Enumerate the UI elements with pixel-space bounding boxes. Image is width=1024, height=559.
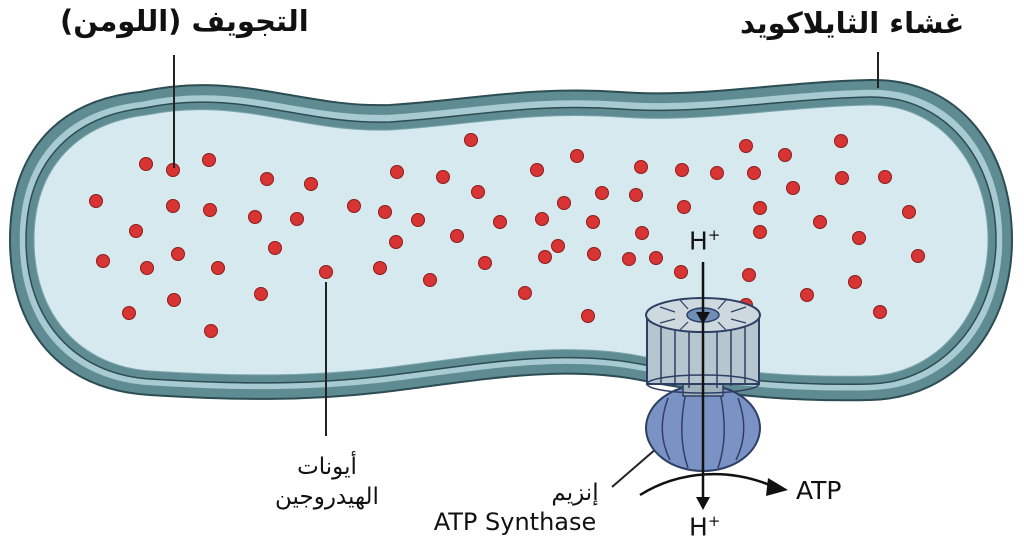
hydrogen-ion-dot <box>171 247 185 261</box>
hydrogen-ion-dot <box>747 166 761 180</box>
hydrogen-ion-dot <box>478 256 492 270</box>
hydrogen-ion-dot <box>411 213 425 227</box>
hydrogen-ion-dot <box>813 215 827 229</box>
hydrogen-ion-dot <box>347 199 361 213</box>
hydrogen-ion-dot <box>878 170 892 184</box>
hydrogen-ion-dot <box>89 194 103 208</box>
h-ion-top-label: H+ <box>689 226 720 255</box>
hydrogen-ion-dot <box>518 286 532 300</box>
hydrogen-ion-dot <box>848 275 862 289</box>
hydrogen-ion-dot <box>595 186 609 200</box>
hydrogen-ion-dot <box>800 288 814 302</box>
hydrogen-ion-dot <box>622 252 636 266</box>
hydrogen-ion-dot <box>834 134 848 148</box>
hydrogen-ion-dot <box>304 177 318 191</box>
hydrogen-ion-dot <box>530 163 544 177</box>
hydrogen-ion-dot <box>911 249 925 263</box>
hydrogen-ion-dot <box>739 139 753 153</box>
hydrogen-ions <box>89 133 925 338</box>
hydrogen-ion-dot <box>211 261 225 275</box>
hydrogen-ion-dot <box>753 201 767 215</box>
hydrogen-ion-dot <box>167 293 181 307</box>
hydrogen-ion-dot <box>852 231 866 245</box>
hydrogen-ion-dot <box>464 133 478 147</box>
proton-flow-arrow <box>696 262 710 510</box>
hydrogen-ion-dot <box>436 170 450 184</box>
thylakoid-membrane-label: غشاء الثايلاكويد <box>740 6 965 40</box>
hydrogen-ion-dot <box>753 225 767 239</box>
hydrogen-ion-dot <box>902 205 916 219</box>
hydrogen-ion-dot <box>122 306 136 320</box>
atp-synthase-label: إنزيم ATP Synthase <box>400 478 630 536</box>
h-ion-top-symbol: H <box>689 226 708 256</box>
hydrogen-ion-dot <box>129 224 143 238</box>
h-ion-bottom-label: H+ <box>689 512 720 541</box>
hydrogen-ion-dot <box>493 215 507 229</box>
hydrogen-ion-dot <box>649 251 663 265</box>
hydrogen-ion-dot <box>202 153 216 167</box>
hydrogen-ion-dot <box>538 250 552 264</box>
hydrogen-ion-dot <box>786 181 800 195</box>
hydrogen-ion-dot <box>635 226 649 240</box>
hydrogen-ion-dot <box>450 229 464 243</box>
hydrogen-ion-dot <box>835 171 849 185</box>
hydrogen-ion-dot <box>629 188 643 202</box>
hydrogen-ion-dot <box>742 268 756 282</box>
hydrogen-ion-dot <box>390 165 404 179</box>
hydrogen-ion-dot <box>140 261 154 275</box>
hydrogen-ion-dot <box>581 309 595 323</box>
hydrogen-ion-dot <box>203 203 217 217</box>
atp-production-arrow <box>639 472 788 497</box>
hydrogen-ion-dot <box>389 235 403 249</box>
hydrogen-ion-dot <box>551 239 565 253</box>
atp-product-label: ATP <box>796 476 842 505</box>
hydrogen-ion-dot <box>873 305 887 319</box>
hydrogen-ion-dot <box>423 273 437 287</box>
hydrogen-ion-dot <box>634 160 648 174</box>
hydrogen-ion-dot <box>260 172 274 186</box>
hydrogen-ion-dot <box>373 261 387 275</box>
hydrogen-ion-dot <box>674 265 688 279</box>
hydrogen-ion-dot <box>535 212 549 226</box>
hydrogen-ion-dot <box>248 210 262 224</box>
hydrogen-ion-dot <box>570 149 584 163</box>
hydrogen-ion-dot <box>471 185 485 199</box>
hydrogen-ion-dot <box>586 215 600 229</box>
hydrogen-ion-dot <box>710 166 724 180</box>
h-ion-bottom-charge: + <box>707 512 721 530</box>
hydrogen-ion-dot <box>778 148 792 162</box>
hydrogen-ion-dot <box>166 199 180 213</box>
hydrogen-ion-dot <box>290 212 304 226</box>
hydrogen-ion-dot <box>378 205 392 219</box>
hydrogen-ion-dot <box>675 163 689 177</box>
hydrogen-ions-label-line2: الهيدروجين <box>275 484 379 510</box>
hydrogen-ion-dot <box>254 287 268 301</box>
hydrogen-ions-label: أيونات الهيدروجين <box>252 452 402 512</box>
hydrogen-ion-dot <box>96 254 110 268</box>
atp-synthase-label-arabic: إنزيم <box>551 480 599 506</box>
hydrogen-ion-dot <box>677 200 691 214</box>
hydrogen-ion-dot <box>268 241 282 255</box>
hydrogen-ion-dot <box>139 157 153 171</box>
hydrogen-ion-dot <box>204 324 218 338</box>
h-ion-bottom-symbol: H <box>689 512 708 542</box>
synthase-f1-segments <box>661 391 745 469</box>
hydrogen-ion-dot <box>587 247 601 261</box>
hydrogen-ions-label-line1: أيونات <box>297 454 357 480</box>
hydrogen-ion-dot <box>319 265 333 279</box>
lumen-label: التجويف (اللومن) <box>60 4 309 38</box>
hydrogen-ion-dot <box>557 196 571 210</box>
atp-synthase-label-english: ATP Synthase <box>433 508 597 536</box>
h-ion-top-charge: + <box>707 226 721 244</box>
